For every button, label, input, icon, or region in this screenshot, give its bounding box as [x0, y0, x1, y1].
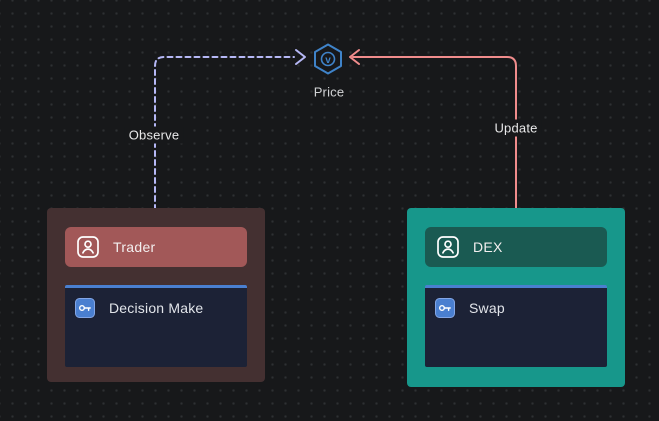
price-node-label: Price	[313, 84, 345, 100]
svg-text:v: v	[325, 55, 331, 66]
edge-update-line[interactable]	[352, 56, 517, 211]
group-trader-title: Trader	[113, 239, 156, 255]
edge-label-observe: Observe	[124, 126, 184, 144]
price-node[interactable]: v	[311, 42, 345, 76]
group-dex-title: DEX	[473, 239, 503, 255]
node-decision-make[interactable]: Decision Make	[65, 285, 247, 367]
group-dex[interactable]: DEX Swap	[407, 208, 625, 387]
edge-observe-line[interactable]	[154, 56, 295, 211]
key-method-icon	[435, 298, 455, 318]
edge-update-arrowhead	[349, 49, 360, 65]
edge-observe-arrowhead	[295, 49, 306, 65]
person-badge-icon	[76, 235, 100, 259]
node-swap[interactable]: Swap	[425, 285, 607, 367]
person-badge-icon	[436, 235, 460, 259]
key-method-icon	[75, 298, 95, 318]
node-decision-make-label: Decision Make	[109, 300, 204, 316]
hexagon-v-icon: v	[311, 42, 345, 76]
edge-label-update: Update	[490, 119, 542, 137]
group-trader[interactable]: Trader Decision Make	[47, 208, 265, 382]
group-dex-header[interactable]: DEX	[425, 227, 607, 267]
node-swap-label: Swap	[469, 300, 505, 316]
group-trader-header[interactable]: Trader	[65, 227, 247, 267]
